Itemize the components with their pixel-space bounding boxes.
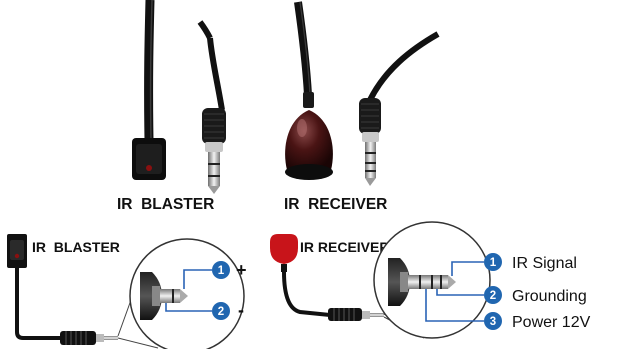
blaster-jack-icon: [60, 331, 118, 345]
receiver-diagram: IR RECEIVER: [270, 221, 591, 339]
blaster-diagram: IR BLASTER 1: [7, 234, 247, 349]
pin-2-badge: [484, 286, 502, 304]
blaster-photo-caption: IR BLASTER: [117, 196, 214, 213]
blaster-photo-strain-relief: [202, 108, 226, 144]
receiver-photo-caption: IR RECEIVER: [284, 196, 387, 213]
pin-1-badge: [484, 253, 502, 271]
receiver-zoomed-jack: [388, 258, 456, 306]
blaster-diagram-title: IR BLASTER: [32, 239, 120, 255]
receiver-jack-icon: [328, 308, 384, 321]
blaster-pin-2-label: -: [238, 300, 244, 320]
receiver-pin-1-label: IR Signal: [512, 255, 577, 272]
receiver-pin-3-number: 3: [490, 316, 496, 328]
receiver-photo-strain-relief: [359, 98, 381, 134]
receiver-dome-icon: [270, 234, 298, 264]
blaster-pin-2-number: 2: [218, 306, 224, 318]
pin-1-badge: [212, 261, 230, 279]
receiver-pin-2-number: 2: [490, 290, 496, 302]
receiver-pin-2-label: Grounding: [512, 288, 587, 305]
receiver-pin-3-label: Power 12V: [512, 314, 591, 331]
receiver-pin-1-number: 1: [490, 257, 497, 269]
ir-receiver-photo: [285, 1, 440, 186]
pin-2-badge: [212, 302, 230, 320]
blaster-pin-1-number: 1: [218, 265, 225, 277]
ir-blaster-photo: [132, 0, 226, 194]
receiver-diagram-title: IR RECEIVER: [300, 239, 389, 255]
pin-3-badge: [484, 312, 502, 330]
blaster-zoomed-jack: [140, 272, 188, 320]
blaster-pin-1-label: +: [236, 260, 247, 280]
